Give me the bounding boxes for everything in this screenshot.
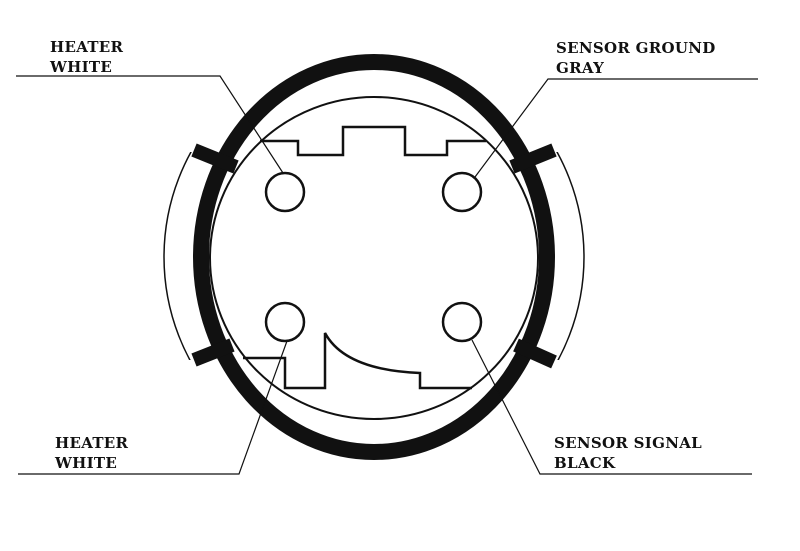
leader-bottom-right (471, 339, 752, 475)
pin-heater-top (264, 171, 306, 213)
locking-notches (191, 143, 557, 369)
notch-top-right (509, 143, 557, 174)
leader-bottom-left (18, 340, 288, 475)
label-line: HEATER (55, 434, 129, 452)
notch-top-left (191, 143, 239, 174)
label-heater-top: HEATER WHITE (50, 37, 123, 77)
label-line: BLACK (554, 454, 616, 472)
label-line: SENSOR GROUND (556, 39, 716, 57)
label-line: HEATER (50, 38, 124, 56)
leader-top-right (474, 78, 758, 178)
outer-thin-shell-arc (163, 152, 585, 360)
label-line: GRAY (556, 59, 605, 77)
top-keyway (260, 125, 486, 157)
label-sensor-signal: SENSOR SIGNAL BLACK (554, 433, 702, 473)
notch-bottom-left (191, 338, 235, 367)
label-line: WHITE (50, 58, 113, 76)
label-sensor-ground: SENSOR GROUND GRAY (556, 38, 716, 78)
inner-face-ring (209, 96, 539, 420)
label-line: SENSOR SIGNAL (554, 434, 703, 452)
label-heater-bottom: HEATER WHITE (55, 433, 128, 473)
leader-lines (16, 75, 758, 475)
label-line: WHITE (55, 454, 118, 472)
pin-sensor-ground (441, 171, 483, 213)
thick-housing-ring (193, 54, 555, 460)
leader-top-left (16, 75, 284, 174)
pin-heater-bottom (264, 301, 306, 343)
pin-sensor-signal (441, 301, 483, 343)
notch-bottom-right (513, 338, 557, 369)
bottom-keyway (243, 332, 472, 390)
